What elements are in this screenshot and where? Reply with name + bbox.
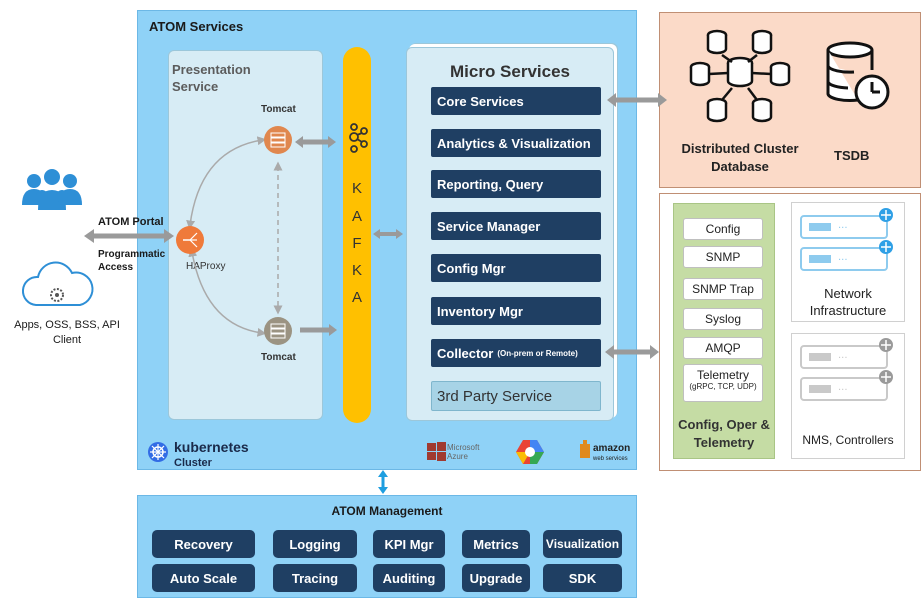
amazon-logo-text: amazon web services [593,444,630,464]
snmp-trap-protocol-button[interactable]: SNMP Trap [683,278,763,300]
inventory-mgr-button[interactable]: Inventory Mgr [431,297,601,325]
tomcat-bottom-label: Tomcat [261,352,296,363]
azure-logo-text: Microsoft Azure [447,443,479,461]
tomcat-top-label: Tomcat [261,104,296,115]
presentation-service-title: Presentation Service [172,62,251,94]
kafka-letter: K [351,180,362,197]
config-mgr-button[interactable]: Config Mgr [431,254,601,282]
kubernetes-label: kubernetes [174,439,249,455]
telemetry-protocol-button[interactable]: Telemetry (gRPC, TCP, UDP) [683,364,763,402]
presentation-service-panel [168,50,323,420]
sdk-button[interactable]: SDK [543,564,622,592]
reporting-query-button[interactable]: Reporting, Query [431,170,601,198]
telemetry-sub-label: (gRPC, TCP, UDP) [689,382,757,391]
analytics-visualization-button[interactable]: Analytics & Visualization [431,129,601,157]
tsdb-label: TSDB [834,148,870,163]
cluster-label: Cluster [174,457,212,469]
network-infrastructure-label: Network Infrastructure [809,286,887,318]
auto-scale-button[interactable]: Auto Scale [152,564,255,592]
atom-services-title: ATOM Services [149,19,244,34]
kafka-letter: K [351,262,362,279]
nms-controllers-label: NMS, Controllers [802,433,894,447]
kafka-letter: A [351,289,362,306]
telemetry-column [673,203,775,459]
telemetry-label: Telemetry [696,368,749,382]
upgrade-button[interactable]: Upgrade [462,564,530,592]
collector-note: (On-prem or Remote) [497,348,578,358]
visualization-button[interactable]: Visualization [543,530,622,558]
micro-services-title: Micro Services [449,62,570,81]
kafka-letter: A [351,208,362,225]
distributed-cluster-database-label: Distributed Cluster Database [681,141,799,174]
collector-button[interactable]: Collector (On-prem or Remote) [431,339,601,367]
programmatic-access-label: Programmatic Access [98,249,166,273]
config-oper-telemetry-title: Config, Oper & Telemetry [678,417,770,450]
cloud-icon [21,261,94,306]
syslog-protocol-button[interactable]: Syslog [683,308,763,330]
amqp-protocol-button[interactable]: AMQP [683,337,763,359]
kafka-bar [343,47,371,423]
users-icon [22,169,82,210]
apps-clients-label: Apps, OSS, BSS, API Client [14,319,120,346]
tracing-button[interactable]: Tracing [273,564,357,592]
core-services-button[interactable]: Core Services [431,87,601,115]
atom-portal-label: ATOM Portal [98,216,164,228]
recovery-button[interactable]: Recovery [152,530,255,558]
atom-management-title: ATOM Management [331,504,443,518]
auditing-button[interactable]: Auditing [373,564,445,592]
config-protocol-button[interactable]: Config [683,218,763,240]
snmp-protocol-button[interactable]: SNMP [683,246,763,268]
logging-button[interactable]: Logging [273,530,357,558]
service-manager-button[interactable]: Service Manager [431,212,601,240]
collector-label: Collector [437,345,494,361]
kpi-mgr-button[interactable]: KPI Mgr [373,530,445,558]
azure-line2: Azure [447,452,468,461]
amazon-line1: amazon [593,443,631,454]
haproxy-label: HAProxy [186,261,226,272]
management-link-arrow [378,470,388,494]
metrics-button[interactable]: Metrics [462,530,530,558]
kafka-letter: F [352,235,362,252]
azure-line1: Microsoft [447,443,480,452]
amazon-line2: web services [593,456,628,462]
third-party-service-button[interactable]: 3rd Party Service [431,381,601,411]
